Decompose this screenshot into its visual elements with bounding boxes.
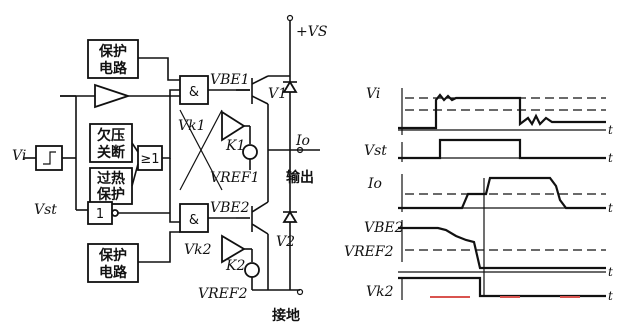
k2-label: K2 — [225, 258, 245, 274]
inverter-symbol: 1 — [96, 207, 104, 222]
diode-v2 — [282, 210, 298, 223]
undervoltage-line1: 欠压 — [97, 127, 125, 144]
timing-diagram: Vi t Vst t Io t VBE2 VREF2 t Vk2 — [344, 86, 613, 303]
schmitt-trigger — [35, 145, 63, 171]
ground-terminal — [296, 288, 304, 296]
transistor-v1 — [236, 75, 290, 150]
buffer-amplifier — [94, 83, 131, 109]
vref2-label: VREF2 — [198, 286, 248, 302]
protect-top-line1: 保护 — [98, 43, 127, 60]
undervoltage-line2: 关断 — [97, 144, 125, 161]
trace-vst — [398, 138, 606, 160]
vbe1-label: VBE1 — [210, 72, 250, 88]
trace-vi — [398, 93, 606, 130]
axis-t-vbe2: t — [608, 265, 613, 279]
output-terminal — [296, 146, 304, 154]
trace-io — [398, 176, 606, 210]
vref1-label: VREF1 — [210, 170, 260, 186]
and-gate-bottom — [179, 203, 209, 233]
axis-t-vk2: t — [608, 289, 613, 303]
vbe2-label: VBE2 — [210, 200, 250, 216]
vst-label: Vst — [34, 202, 57, 218]
and-gate-top-symbol: & — [189, 85, 199, 100]
circuit-schematic: +VS 保护 电路 & VBE1 V1 — [12, 14, 327, 324]
timing-label-vst: Vst — [364, 143, 387, 159]
protect-bottom-line1: 保护 — [98, 247, 127, 264]
trace-vbe2 — [398, 226, 606, 270]
timing-label-vi: Vi — [366, 86, 380, 102]
protect-bottom-line2: 电路 — [99, 264, 128, 281]
vk1-label: Vk1 — [178, 118, 206, 134]
or-gate — [137, 145, 163, 171]
and-gate-bottom-symbol: & — [189, 213, 199, 228]
k1-label: K1 — [225, 138, 245, 154]
timing-label-vk2: Vk2 — [366, 284, 394, 300]
vk2-label: Vk2 — [184, 242, 212, 258]
or-gate-symbol: ≥1 — [140, 152, 159, 167]
axis-t-vi: t — [608, 123, 613, 137]
trace-vk2 — [398, 276, 606, 298]
supply-terminal — [286, 14, 294, 22]
protection-circuit-top — [87, 39, 139, 79]
supply-label: +VS — [296, 24, 327, 40]
transistor-v2 — [236, 150, 269, 290]
protect-top-line2: 电路 — [99, 60, 128, 77]
timing-label-io: Io — [367, 176, 382, 192]
v1-label: V1 — [268, 86, 287, 102]
protection-circuit-bottom — [87, 243, 139, 283]
overheat-line1: 过热 — [97, 170, 125, 187]
timing-label-vref2: VREF2 — [344, 244, 394, 260]
axis-t-vst: t — [608, 151, 613, 165]
v2-label: V2 — [276, 234, 295, 250]
comparator-k1 — [221, 110, 246, 142]
ground-label: 接地 — [272, 307, 300, 324]
input-label: Vi — [12, 148, 26, 164]
axis-t-io: t — [608, 201, 613, 215]
overheat-protection — [89, 167, 133, 205]
vref2-source — [244, 262, 260, 278]
and-gate-top — [179, 75, 209, 105]
timing-label-vbe2: VBE2 — [364, 220, 404, 236]
io-label: Io — [295, 133, 310, 149]
output-label: 输出 — [286, 169, 314, 186]
overheat-line2: 保护 — [96, 186, 125, 203]
comparator-k2 — [221, 234, 246, 264]
